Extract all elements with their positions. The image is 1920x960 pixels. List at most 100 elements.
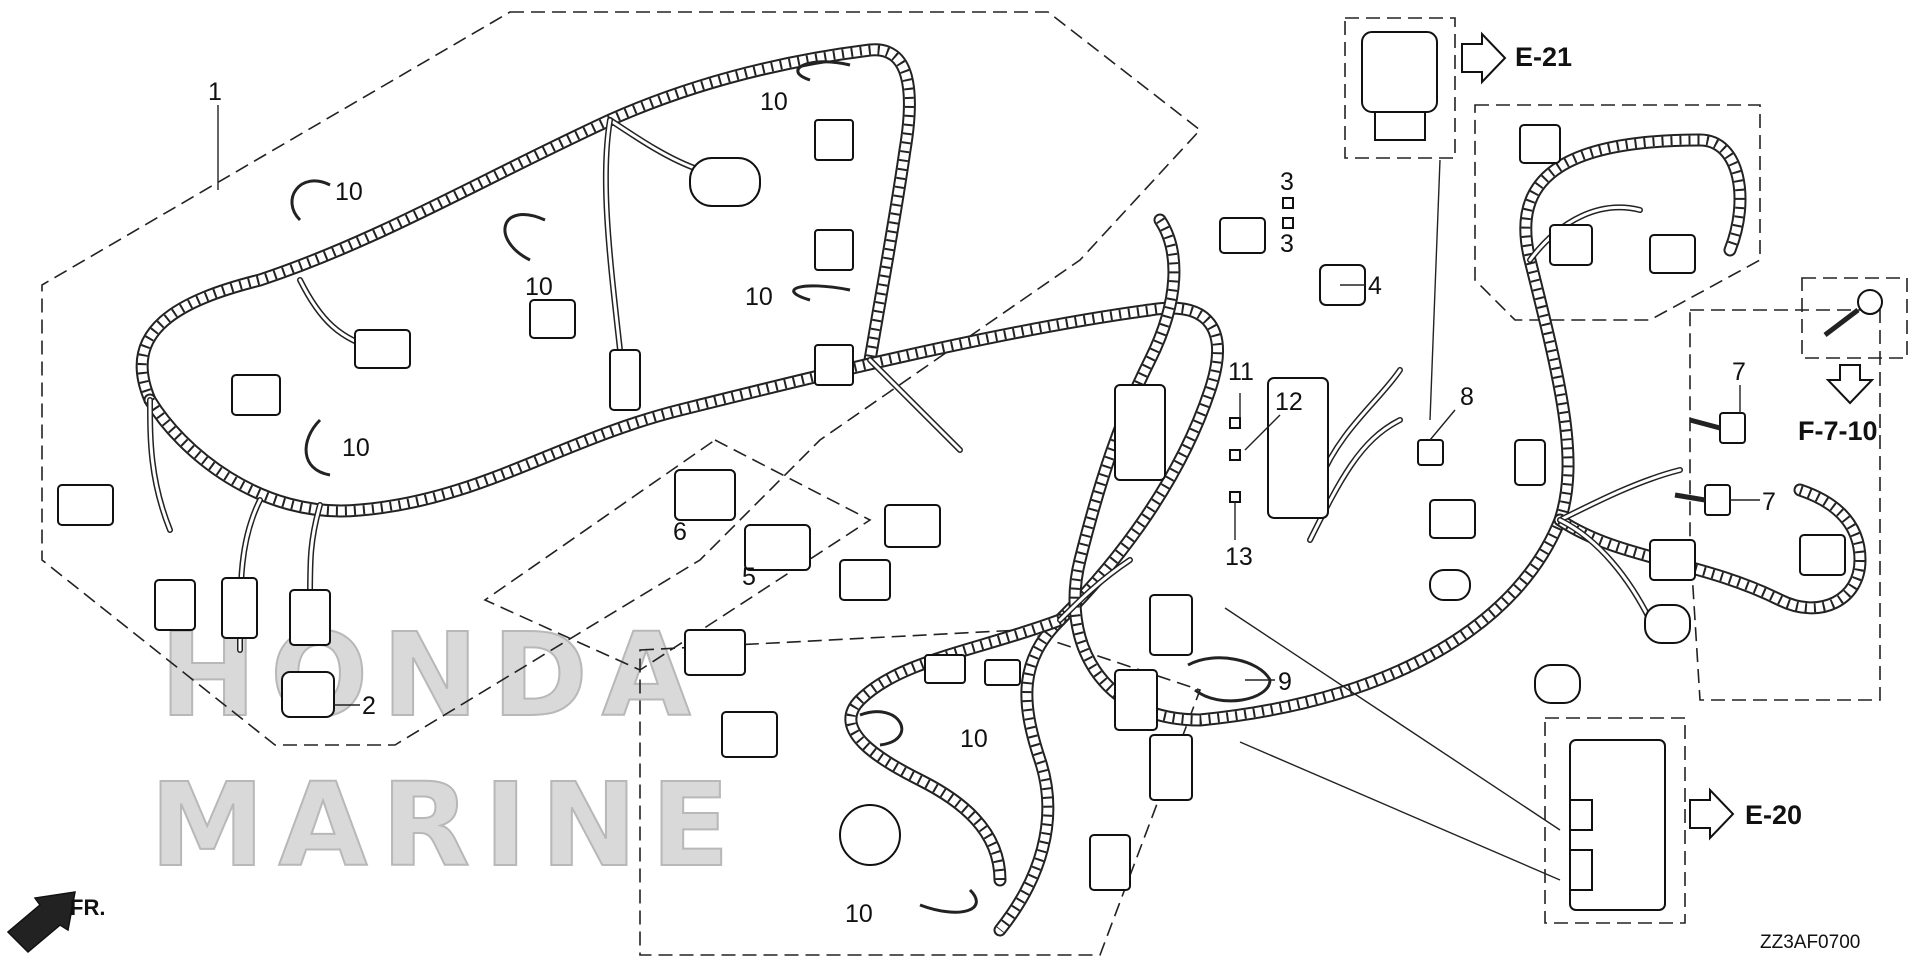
reference-arrows xyxy=(6,31,1875,954)
wire-j-core xyxy=(1558,468,1682,522)
connector-round-lower xyxy=(839,804,901,866)
callouts: 1 2 3 3 4 5 6 7 7 8 9 10 10 10 10 10 10 … xyxy=(208,78,1776,928)
connector-small-2 xyxy=(984,659,1021,686)
part-12-fuse xyxy=(1229,449,1241,461)
callout-10-e: 10 xyxy=(342,434,370,462)
callout-10-f: 10 xyxy=(960,725,988,753)
connectors xyxy=(57,119,1846,891)
callout-5: 5 xyxy=(742,563,756,591)
connector-round-right-2 xyxy=(1534,664,1581,704)
connector-center-1 xyxy=(884,504,941,548)
cable-clips xyxy=(290,60,978,914)
connector-mid-1 xyxy=(1149,594,1193,656)
wire-h-core xyxy=(1308,418,1402,542)
callout-4: 4 xyxy=(1368,272,1382,300)
watermark: HONDA MARINE xyxy=(149,608,744,894)
ecu-e20 xyxy=(1569,739,1666,911)
connector-upper-3 xyxy=(529,299,576,339)
connector-mid-4 xyxy=(1089,834,1131,891)
callout-3-upper: 3 xyxy=(1280,168,1294,196)
leader-lines xyxy=(217,105,1760,881)
terminal-f710-outline xyxy=(1801,277,1908,359)
connector-upper-2 xyxy=(354,329,411,369)
callout-10-c: 10 xyxy=(760,88,788,116)
connector-lower-2 xyxy=(721,711,778,758)
connector-small-1 xyxy=(924,654,966,684)
ref-e20-link[interactable]: E-20 xyxy=(1745,800,1802,830)
callout-6: 6 xyxy=(673,518,687,546)
part-2-switch xyxy=(281,671,335,718)
wire-f-core xyxy=(604,118,622,352)
ref-f710-link[interactable]: F-7-10 xyxy=(1798,416,1878,446)
callout-1: 1 xyxy=(208,78,222,106)
clip-7 xyxy=(919,888,978,914)
connector-right-5 xyxy=(1514,439,1546,486)
connector-mid-3 xyxy=(1149,734,1193,801)
leader-12 xyxy=(1244,414,1281,451)
relay-e21-outline xyxy=(1344,17,1456,159)
harness-outline xyxy=(41,11,1202,746)
connector-right-3 xyxy=(1649,234,1696,274)
connector-left-1 xyxy=(57,484,114,526)
part-7-bolt-upper xyxy=(1689,412,1746,444)
leader-ecu-2 xyxy=(1239,741,1561,881)
connector-round-right xyxy=(1644,604,1691,644)
relay-e21 xyxy=(1361,31,1438,141)
harness-far-right-wrap xyxy=(1557,485,1865,613)
lead-wires xyxy=(147,117,1683,653)
part-11-fuse xyxy=(1229,417,1241,429)
wire-i-core xyxy=(1528,205,1642,262)
wire-g-core xyxy=(868,358,962,452)
callout-7-lower: 7 xyxy=(1762,488,1776,516)
part-3-lower xyxy=(1282,217,1294,229)
callout-7-upper: 7 xyxy=(1732,358,1746,386)
ecu-e20-outline xyxy=(1544,717,1686,924)
arrow-e20-icon xyxy=(1689,787,1735,841)
connector-right-1 xyxy=(1519,124,1561,164)
drawing-code: ZZ3AF0700 xyxy=(1760,932,1860,953)
ground-terminal xyxy=(1823,289,1883,337)
wire-k-core xyxy=(1558,518,1652,622)
wire-m-core xyxy=(1058,558,1132,622)
callout-10-d: 10 xyxy=(745,283,773,311)
wire-c-core xyxy=(308,503,322,602)
connector-center-top xyxy=(1219,217,1266,254)
part-5-relay xyxy=(744,524,811,571)
ref-e21-link[interactable]: E-21 xyxy=(1515,42,1572,72)
clip-3 xyxy=(796,60,851,82)
leader-8 xyxy=(1429,409,1456,441)
front-direction-label: FR. xyxy=(70,895,105,920)
ground-outline xyxy=(1689,309,1881,701)
leader-e21 xyxy=(1429,159,1441,421)
connector-mid-2 xyxy=(1114,669,1158,731)
clip-4 xyxy=(792,284,851,302)
arrow-e21-icon xyxy=(1461,31,1507,85)
connector-left-3 xyxy=(221,577,258,639)
callout-10-a: 10 xyxy=(335,178,363,206)
connector-right-4 xyxy=(1429,499,1476,539)
connector-right-6 xyxy=(1649,539,1696,581)
watermark-line-2: MARINE xyxy=(150,759,744,893)
callout-12: 12 xyxy=(1275,388,1303,416)
clip-6 xyxy=(859,710,904,747)
part-6-relay xyxy=(674,469,736,521)
connector-upper-right-3 xyxy=(814,344,854,386)
callout-10-b: 10 xyxy=(525,273,553,301)
callout-2: 2 xyxy=(362,692,376,720)
connector-right-7 xyxy=(1799,534,1846,576)
connector-left-4 xyxy=(289,589,331,646)
harness-upper-loop-wrap xyxy=(137,45,914,402)
callout-8: 8 xyxy=(1460,383,1474,411)
connector-upper-4 xyxy=(609,349,641,411)
connector-upper-left xyxy=(231,374,281,416)
harness-lower-left-core xyxy=(846,615,1065,885)
fuse-box xyxy=(1267,377,1329,519)
harness-lower-loop-core xyxy=(145,303,1222,935)
part-7-bolt-lower xyxy=(1674,484,1731,516)
connector-center-2 xyxy=(839,559,891,601)
harness-upper-loop xyxy=(135,43,916,407)
wire-e-core xyxy=(608,118,702,172)
connector-lower-1 xyxy=(684,629,746,676)
connector-round-right-3 xyxy=(1429,569,1471,601)
